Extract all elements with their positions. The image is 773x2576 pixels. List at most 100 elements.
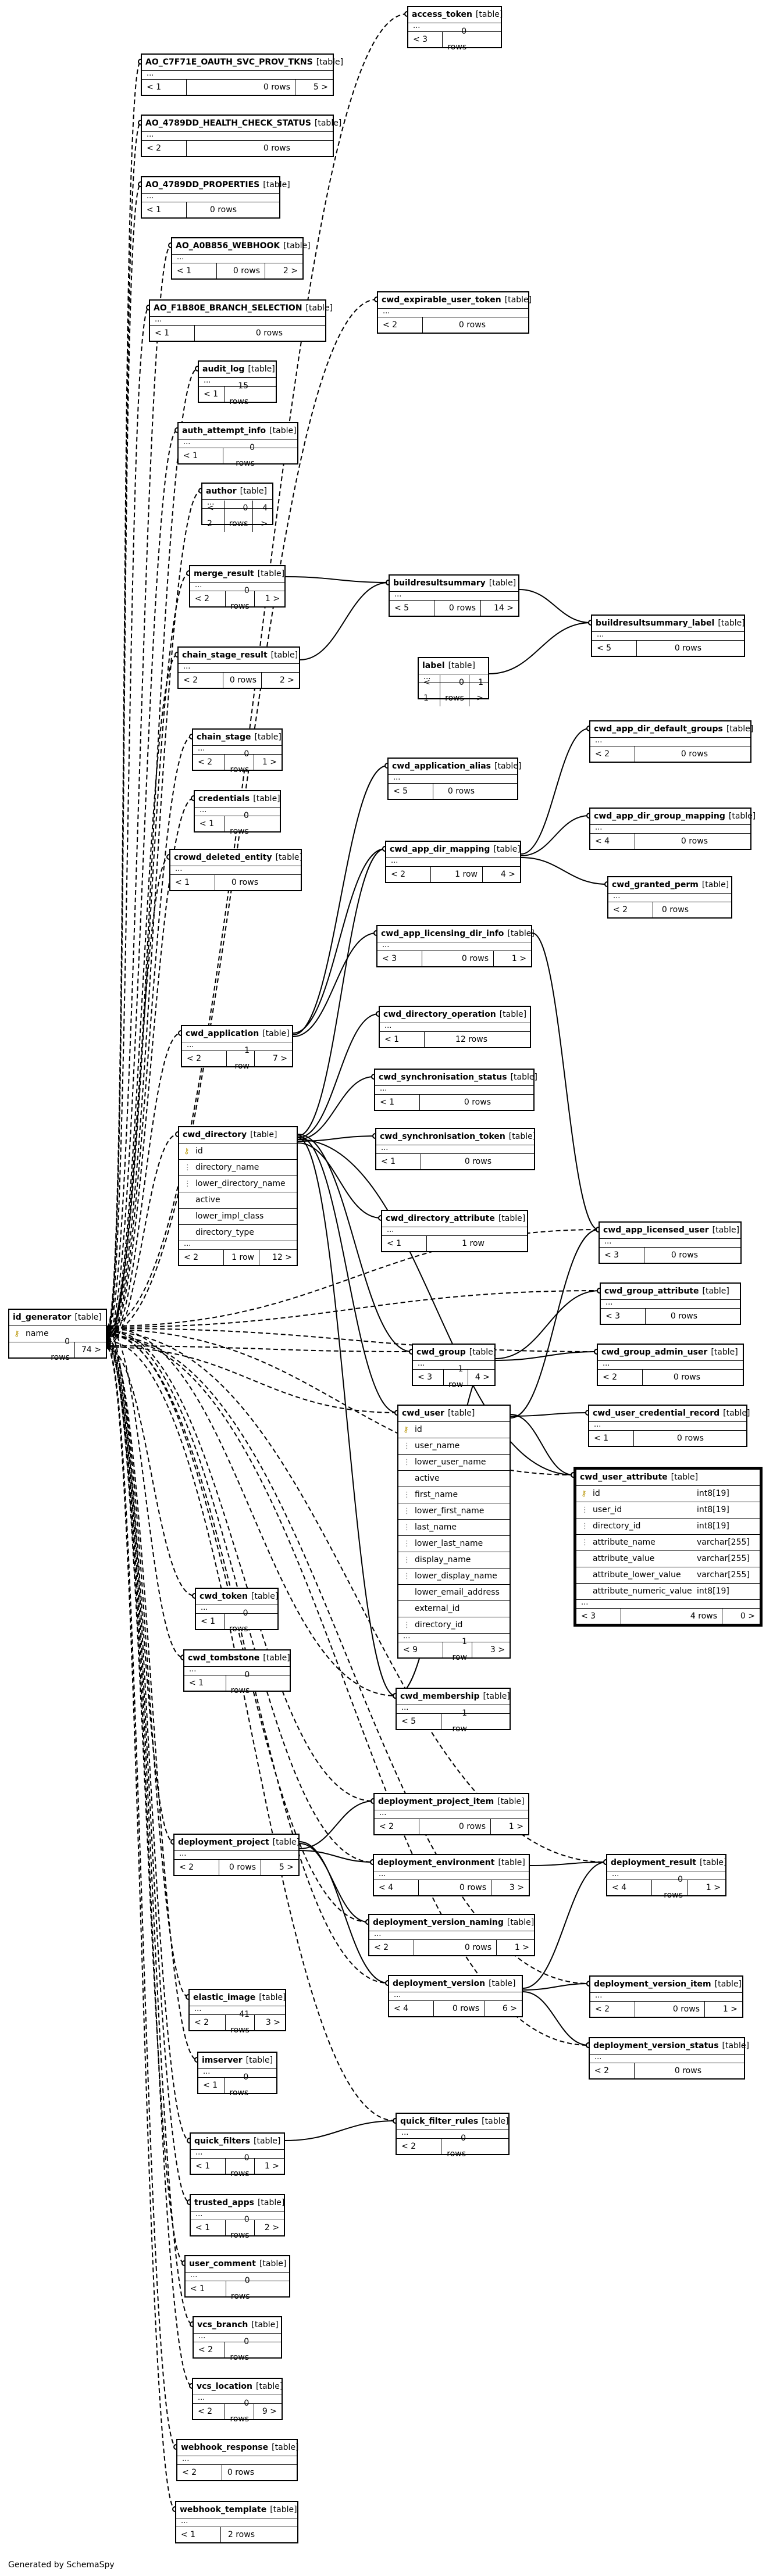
column-row[interactable]: ⋮display_name [398,1552,510,1569]
parents-link[interactable]: < 2 [375,1818,419,1835]
parents-link[interactable]: < 2 [590,2001,635,2017]
parents-link[interactable]: < 3 [377,951,422,967]
children-link[interactable]: 1 > [493,951,531,967]
parents-link[interactable]: < 1 [380,1031,425,1048]
parents-link[interactable]: < 1 [376,1153,421,1170]
parents-link[interactable]: < 1 [196,1613,225,1630]
table-header[interactable]: deployment_version_naming[table] [369,1915,534,1931]
table-name[interactable]: cwd_group_admin_user [601,1348,708,1357]
parents-link[interactable]: < 1 [170,874,215,891]
children-link[interactable]: 1 > [704,2001,742,2017]
parents-link[interactable]: < 3 [408,31,443,48]
table-name[interactable]: cwd_synchronisation_token [380,1132,505,1141]
table-name[interactable]: cwd_application [186,1029,259,1038]
table-header[interactable]: buildresultsummary[table] [390,576,518,592]
table-header[interactable]: webhook_response[table] [177,2440,299,2456]
table-name[interactable]: quick_filter_rules [400,2117,479,2126]
parents-link[interactable]: < 1 [142,202,187,218]
table-header[interactable]: webhook_template[table] [176,2502,297,2518]
column-row[interactable]: ⋮last_name [398,1520,510,1536]
table-name[interactable]: chain_stage_result [182,651,268,660]
table-name[interactable]: cwd_directory [183,1130,247,1139]
table-name[interactable]: elastic_image [193,1993,256,2002]
table-header[interactable]: quick_filter_rules[table] [397,2114,509,2130]
table-header[interactable]: AO_F1B80E_BRANCH_SELECTION[table] [150,301,333,317]
parents-link[interactable]: < 2 [608,902,653,918]
parents-link[interactable]: < 5 [389,783,433,799]
column-row[interactable]: ⋮lower_user_name [398,1455,510,1471]
table-name[interactable]: AO_4789DD_HEALTH_CHECK_STATUS [145,119,311,128]
table-header[interactable]: merge_result[table] [190,566,284,583]
table-name[interactable]: credentials [198,794,250,803]
children-link[interactable]: 3 > [491,1880,529,1896]
table-header[interactable]: cwd_expirable_user_token[table] [378,292,532,309]
column-row[interactable]: ⚷name [9,1326,106,1342]
parents-link[interactable]: < 1 [199,386,225,402]
table-header[interactable]: cwd_membership[table] [397,1689,510,1705]
table-name[interactable]: cwd_synchronisation_status [379,1073,507,1082]
children-link[interactable]: 2 > [254,2220,284,2236]
children-link[interactable]: 1 > [468,675,488,706]
table-header[interactable]: chain_stage_result[table] [179,648,299,664]
column-row[interactable]: lower_impl_class [179,1209,297,1225]
table-name[interactable]: auth_attempt_info [182,426,266,435]
column-row[interactable]: directory_type [179,1225,297,1241]
table-name[interactable]: deployment_project_item [378,1797,494,1806]
parents-link[interactable]: < 5 [390,600,434,616]
table-header[interactable]: deployment_project_item[table] [375,1794,528,1810]
parents-link[interactable]: < 2 [397,2138,441,2155]
table-header[interactable]: label[table] [419,658,488,674]
table-name[interactable]: cwd_app_dir_group_mapping [594,812,725,821]
parents-link[interactable]: < 1 [150,325,195,341]
table-name[interactable]: AO_A0B856_WEBHOOK [176,241,280,251]
table-header[interactable]: vcs_branch[table] [194,2317,281,2334]
parents-link[interactable]: < 1 [191,2158,226,2174]
table-header[interactable]: cwd_synchronisation_status[table] [375,1070,537,1086]
parents-link[interactable]: < 2 [202,501,225,532]
children-link[interactable]: 12 > [259,1249,297,1266]
table-header[interactable]: AO_4789DD_PROPERTIES[table] [142,177,290,194]
table-header[interactable]: cwd_token[table] [196,1589,278,1605]
parents-link[interactable]: < 1 [375,1094,420,1110]
table-name[interactable]: deployment_version_naming [373,1918,504,1927]
children-link[interactable]: 4 > [482,866,520,883]
children-link[interactable]: 5 > [261,1859,298,1875]
table-name[interactable]: audit_log [202,365,245,374]
children-link[interactable]: 2 > [261,672,299,688]
parents-link[interactable]: < 2 [190,591,226,607]
children-link[interactable]: 1 > [254,591,284,607]
parents-link[interactable]: < 2 [190,2014,226,2031]
parents-link[interactable]: < 1 [382,1235,427,1252]
table-name[interactable]: access_token [412,10,472,19]
table-header[interactable]: audit_log[table] [199,362,276,378]
table-header[interactable]: cwd_user_credential_record[table] [589,1406,750,1422]
parents-link[interactable]: < 2 [378,317,423,333]
table-header[interactable]: cwd_user_attribute[table] [576,1470,760,1486]
table-header[interactable]: vcs_location[table] [193,2379,283,2395]
table-name[interactable]: deployment_version_status [593,2041,719,2050]
parents-link[interactable]: < 3 [576,1608,621,1624]
table-name[interactable]: webhook_template [180,2505,267,2514]
children-link[interactable]: 7 > [254,1051,292,1067]
table-name[interactable]: deployment_project [178,1838,269,1847]
parents-link[interactable]: < 2 [174,1859,219,1875]
table-name[interactable]: quick_filters [194,2136,250,2146]
